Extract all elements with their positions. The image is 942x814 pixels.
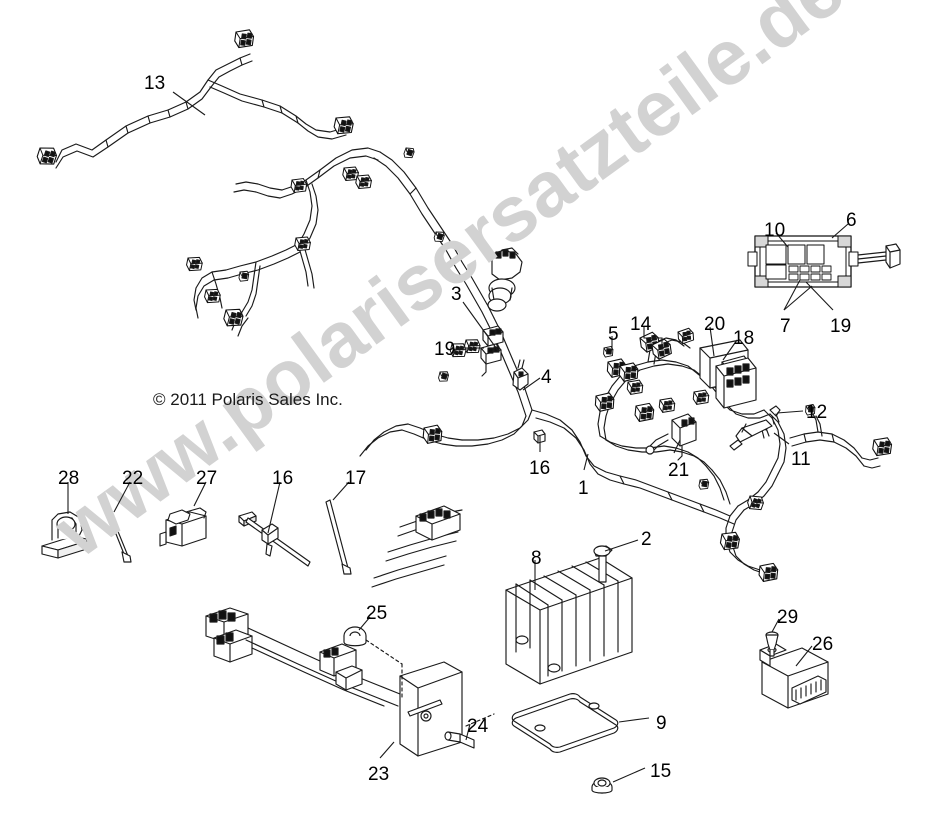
callout-29[interactable]: 29 (777, 607, 799, 628)
nut-15 (591, 777, 613, 794)
callout-22[interactable]: 22 (122, 468, 144, 489)
callout-25[interactable]: 25 (366, 603, 388, 624)
callout-19-left[interactable]: 19 (434, 339, 456, 360)
callout-13[interactable]: 13 (144, 73, 166, 94)
callout-26[interactable]: 26 (812, 634, 834, 655)
callout-3[interactable]: 3 (451, 284, 462, 305)
callout-1[interactable]: 1 (578, 478, 589, 499)
callout-11[interactable]: 11 (791, 449, 811, 470)
callout-10[interactable]: 10 (764, 220, 786, 241)
callout-2[interactable]: 2 (641, 529, 652, 550)
callout-7[interactable]: 7 (780, 316, 791, 337)
callout-6[interactable]: 6 (846, 210, 857, 231)
push-rivet-29 (765, 631, 779, 657)
cable-clamp-28 (41, 511, 91, 559)
harness-clip-27 (159, 507, 207, 547)
connector-19-left (480, 325, 504, 377)
callout-5[interactable]: 5 (608, 324, 619, 345)
relay-cluster (715, 357, 757, 409)
callout-28[interactable]: 28 (58, 468, 80, 489)
callout-8[interactable]: 8 (531, 548, 542, 569)
callout-19-right[interactable]: 19 (830, 316, 852, 337)
cover-plate-9 (511, 693, 619, 753)
callout-4[interactable]: 4 (541, 367, 552, 388)
cable-tie-mount-16a (533, 429, 546, 444)
callout-18[interactable]: 18 (733, 328, 755, 349)
callout-12[interactable]: 12 (806, 402, 828, 423)
callout-20[interactable]: 20 (704, 314, 726, 335)
callout-9[interactable]: 9 (656, 713, 667, 734)
callout-24[interactable]: 24 (467, 716, 489, 737)
copyright-notice: © 2011 Polaris Sales Inc. (153, 390, 343, 409)
cable-tie-mount-16b (238, 511, 311, 567)
ignition-coil-3 (487, 247, 523, 312)
cable-tie-22 (103, 501, 132, 563)
sensor-21 (645, 413, 697, 461)
regulator-assembly-23 (205, 607, 463, 757)
callout-17[interactable]: 17 (345, 468, 367, 489)
callout-15[interactable]: 15 (650, 761, 672, 782)
harness-13 (55, 53, 347, 169)
callout-16-harness[interactable]: 16 (529, 458, 551, 479)
callout-27[interactable]: 27 (196, 468, 218, 489)
callout-21[interactable]: 21 (668, 460, 690, 481)
cable-tie-17 (325, 499, 352, 575)
fuse-box (747, 235, 901, 288)
callout-14[interactable]: 14 (630, 314, 652, 335)
screw-24 (444, 713, 495, 749)
callout-23[interactable]: 23 (368, 764, 390, 785)
grommet-25 (343, 626, 403, 701)
terminal-11 (729, 419, 773, 451)
callout-16-loose[interactable]: 16 (272, 468, 294, 489)
harness-1 (193, 147, 735, 525)
rectifier-regulator-8 (371, 505, 633, 685)
